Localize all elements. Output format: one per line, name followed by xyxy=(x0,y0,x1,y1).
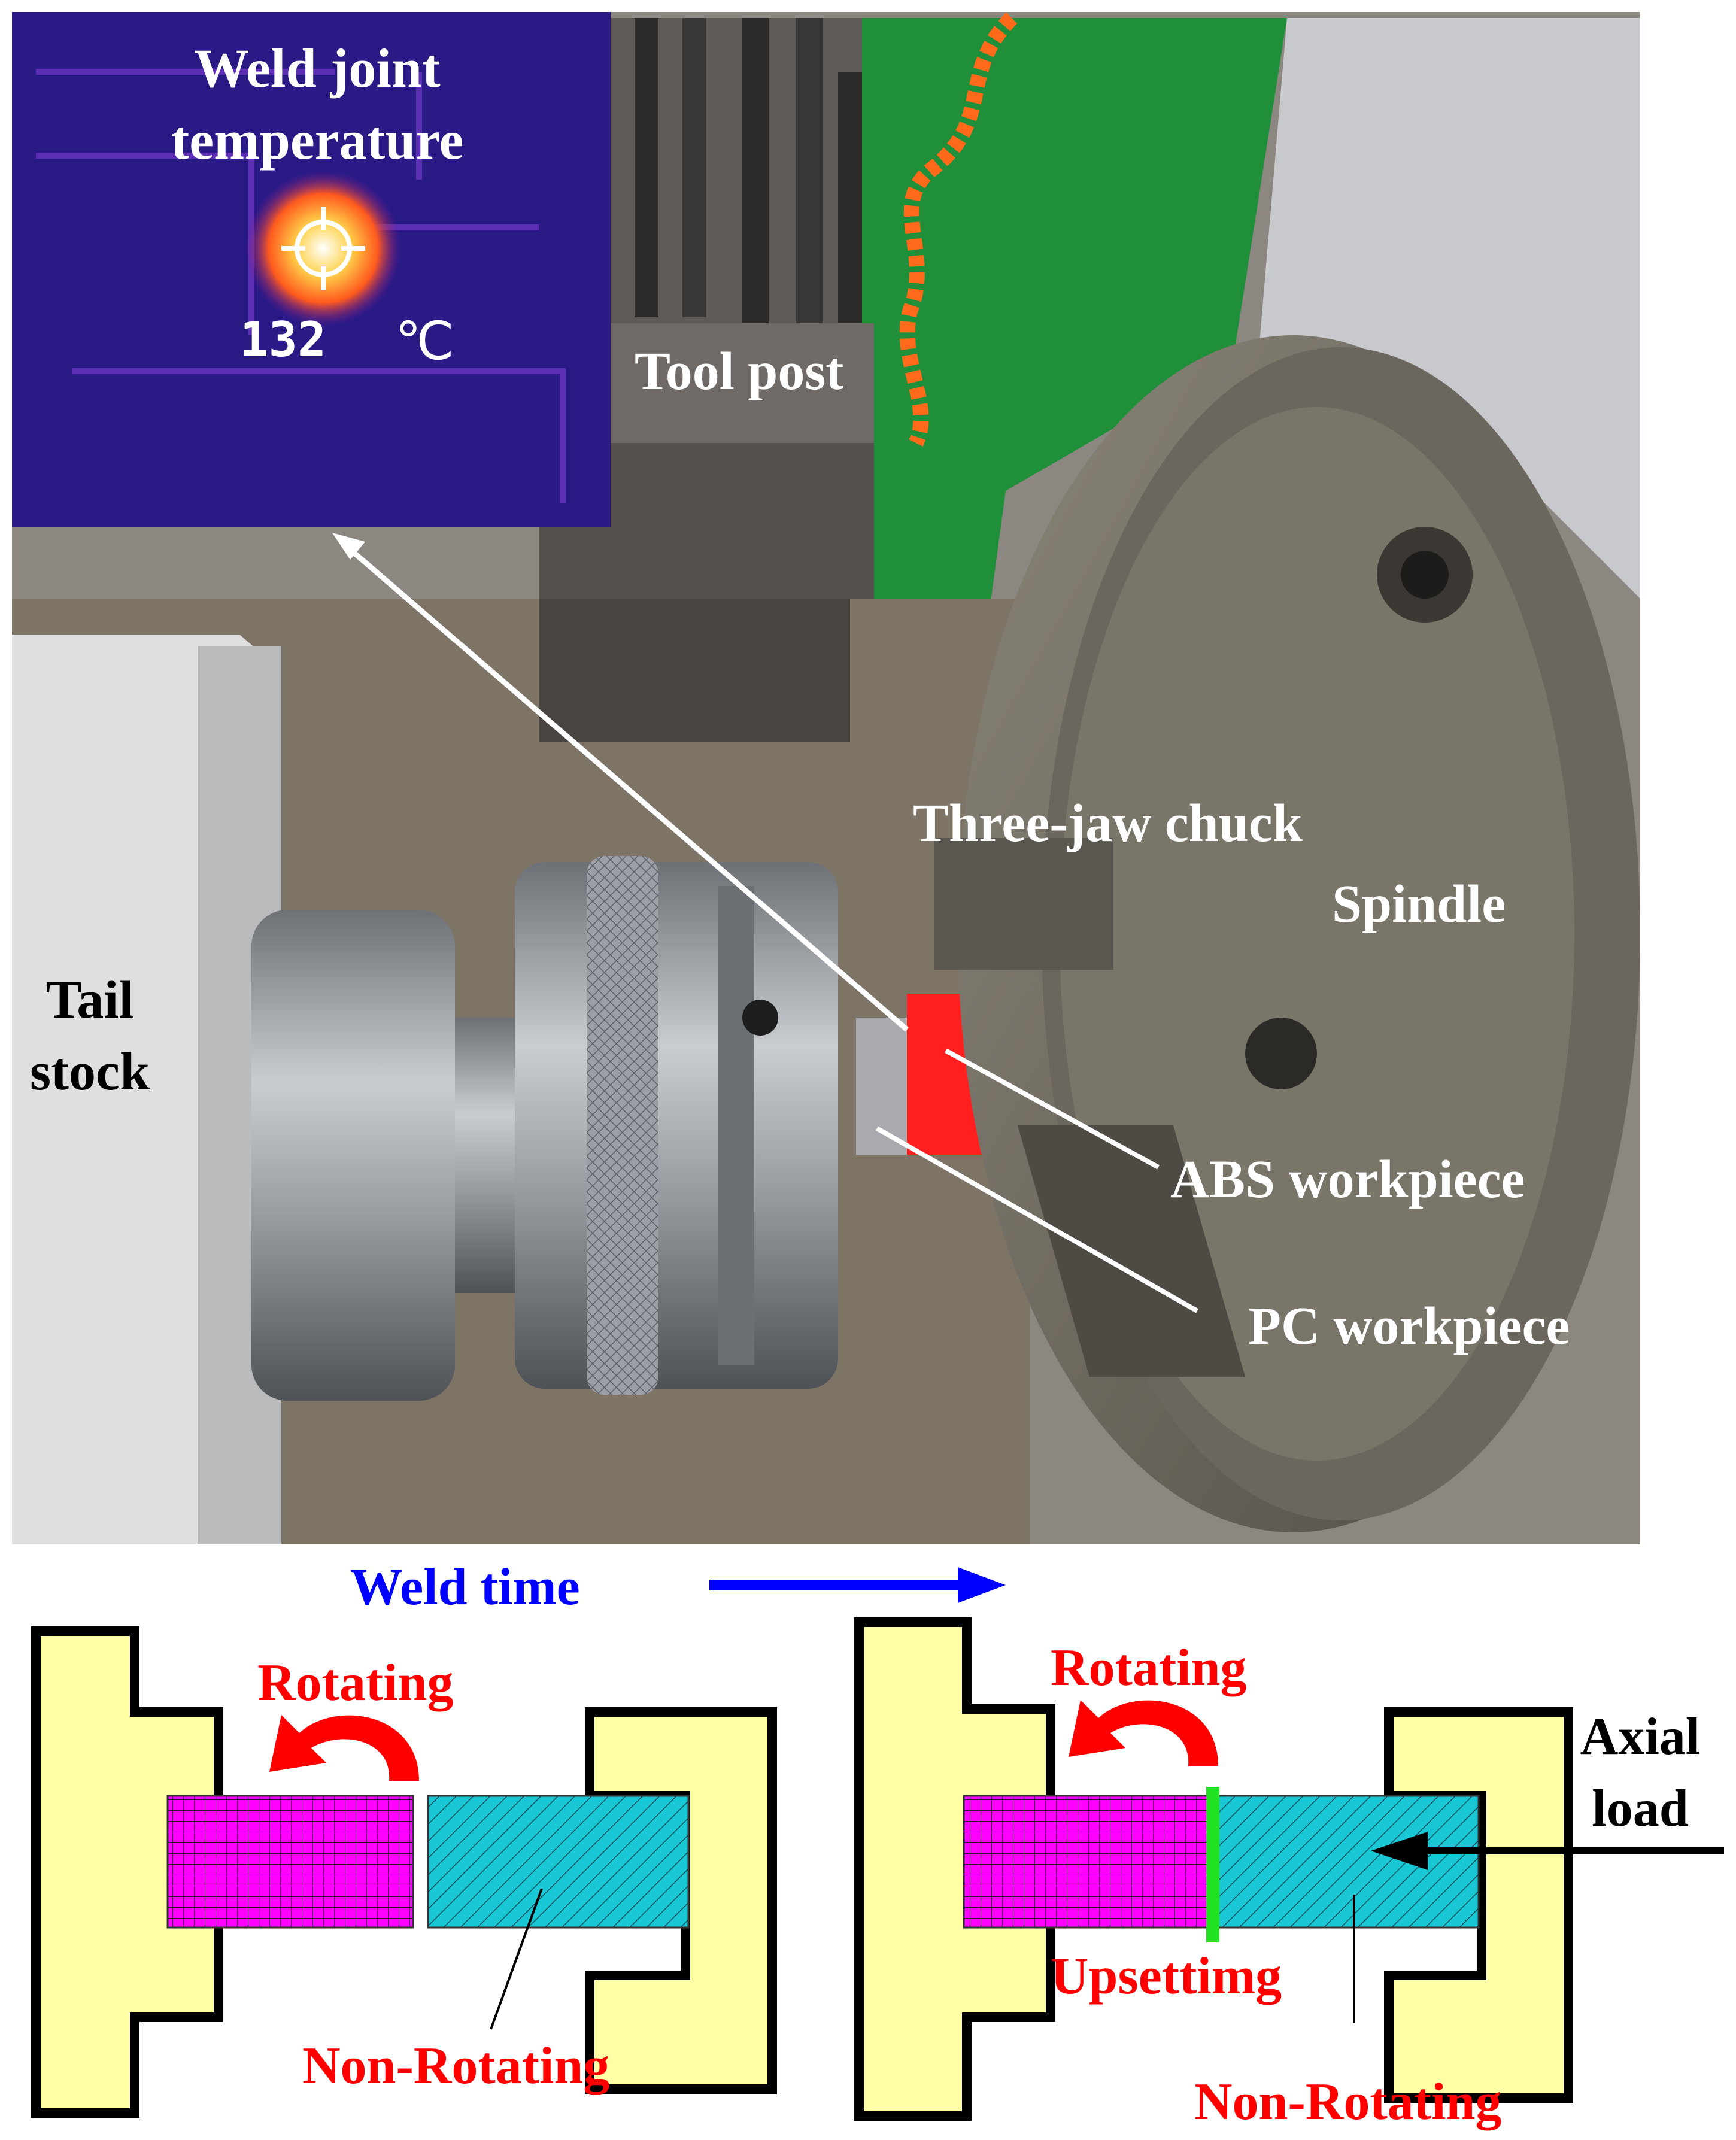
rotating-label-right: Rotating xyxy=(1051,1639,1247,1697)
non-rotating-leader-left xyxy=(490,1888,543,2030)
tailstock-label-line2: stock xyxy=(30,1042,150,1101)
tailstock-quill xyxy=(251,910,455,1401)
abs-leader-line xyxy=(945,1048,1160,1170)
thermal-pointer-line xyxy=(339,539,909,1032)
temperature-reading: 132 xyxy=(240,312,327,368)
tailstock-neck xyxy=(455,1018,515,1293)
rotation-arrow-right-icon xyxy=(1069,1700,1218,1766)
chuck-bolt-lower xyxy=(1245,1018,1317,1089)
non-rotating-label-right: Non-Rotating xyxy=(1194,2073,1501,2131)
thermal-title-line1: Weld joint xyxy=(194,38,441,99)
weld-interface-line xyxy=(1206,1787,1219,1942)
upsetting-label: Upsettimg xyxy=(1051,1947,1282,2005)
tailstock-label-line1: Tail xyxy=(46,970,134,1030)
chuck-bolt-upper-inner xyxy=(1401,551,1449,599)
thermal-structures xyxy=(36,69,566,503)
rotation-arrow-left-icon xyxy=(269,1715,419,1781)
drill-chuck-hole xyxy=(742,1000,778,1036)
axial-load-label-line1: Axial xyxy=(1580,1708,1700,1766)
pc-workpiece-label: PC workpiece xyxy=(1248,1297,1570,1356)
abs-workpiece-label: ABS workpiece xyxy=(1170,1150,1525,1209)
welding-schematic: Weld time Rotating Non-Rotating Rotating… xyxy=(31,1558,1724,2131)
axial-load-arrowhead xyxy=(1371,1832,1428,1870)
temperature-unit: ℃ xyxy=(395,310,454,372)
thermal-pointer-arrowhead xyxy=(332,533,365,560)
axial-load-label-line2: load xyxy=(1592,1780,1688,1838)
tool-post xyxy=(539,18,874,599)
thermal-title-line2: temperature xyxy=(171,110,464,171)
weld-time-arrowhead xyxy=(958,1567,1006,1603)
thermal-crosshair xyxy=(281,207,365,290)
lathe-photo: Weld joint temperature 132 ℃ Tool post T… xyxy=(12,12,1640,1544)
rotating-label-left: Rotating xyxy=(257,1654,454,1712)
pc-bar-left xyxy=(427,1795,690,1929)
spindle-label: Spindle xyxy=(1332,875,1506,934)
rotating-fixture-right xyxy=(854,1617,1055,2121)
weld-time-label: Weld time xyxy=(350,1558,580,1616)
initial-stage: Rotating Non-Rotating xyxy=(31,1626,777,2118)
pc-leader-line xyxy=(876,1126,1198,1313)
pc-workpiece-photo xyxy=(856,1018,910,1155)
drill-chuck-teeth xyxy=(718,886,754,1365)
orange-cable xyxy=(899,12,1018,447)
back-wall xyxy=(1257,18,1640,599)
drill-chuck-knurl xyxy=(587,856,658,1395)
upsetting-stage: Rotating Upsettimg Non-Rotating Axial lo… xyxy=(854,1617,1724,2131)
carriage xyxy=(539,587,850,742)
drill-chuck-body xyxy=(515,862,838,1389)
chuck-jaw-lower xyxy=(1018,1125,1245,1377)
non-rotating-label-left: Non-Rotating xyxy=(302,2037,609,2095)
pc-bar-right xyxy=(1214,1795,1480,1929)
hot-spot xyxy=(245,171,401,326)
chuck-jaw-upper xyxy=(934,838,1113,970)
tool-post-label: Tool post xyxy=(635,342,843,401)
abs-bar-left xyxy=(166,1795,414,1929)
rotating-fixture-left xyxy=(31,1626,223,2118)
three-jaw-chuck-label: Three-jaw chuck xyxy=(913,794,1303,853)
abs-bar-right xyxy=(963,1795,1210,1929)
thermal-camera-inset: Weld joint temperature 132 ℃ xyxy=(12,12,611,527)
